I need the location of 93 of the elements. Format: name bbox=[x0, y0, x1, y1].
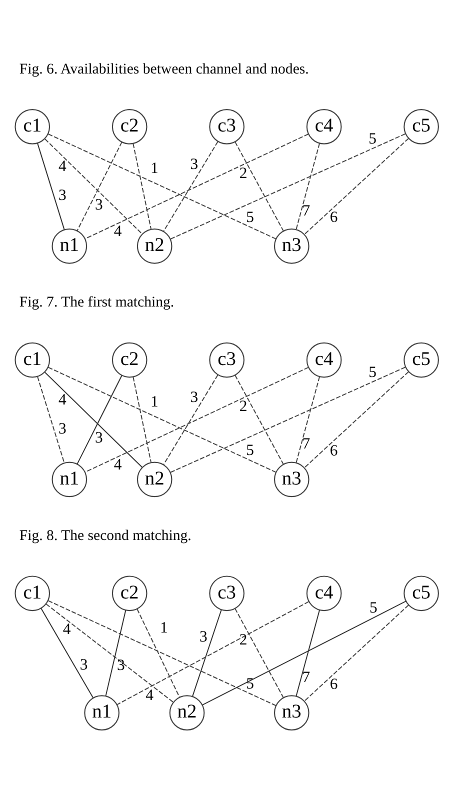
connector bbox=[76, 142, 122, 232]
edge-label: 3 bbox=[80, 656, 88, 674]
connector bbox=[304, 371, 409, 468]
edge-label: 6 bbox=[330, 442, 338, 460]
edge-label: 7 bbox=[302, 202, 310, 220]
connector bbox=[234, 608, 284, 698]
edge-label: 2 bbox=[239, 398, 248, 416]
edge-label: 3 bbox=[58, 420, 66, 438]
connector bbox=[192, 610, 222, 696]
edge-label: 4 bbox=[58, 392, 66, 409]
node-circle: c4 bbox=[306, 342, 342, 378]
connector bbox=[234, 142, 284, 231]
connector bbox=[116, 601, 310, 706]
node-circle: c5 bbox=[404, 342, 439, 378]
connector bbox=[44, 138, 143, 234]
edge-label: 3 bbox=[190, 156, 198, 173]
connector bbox=[296, 610, 320, 696]
connector bbox=[296, 143, 320, 230]
edge-label: 7 bbox=[302, 668, 310, 686]
node-circle: c2 bbox=[112, 109, 148, 144]
edge-label: 1 bbox=[150, 393, 158, 410]
node-circle: n2 bbox=[136, 228, 172, 264]
edge-label: 2 bbox=[239, 164, 248, 182]
node-circle: c2 bbox=[112, 576, 148, 612]
edge-label: 5 bbox=[246, 442, 254, 460]
edge-label: 4 bbox=[146, 687, 154, 704]
connector bbox=[105, 610, 126, 696]
node-circle: c1 bbox=[14, 109, 50, 144]
connector bbox=[76, 375, 122, 464]
connector bbox=[170, 366, 406, 473]
connector bbox=[37, 376, 65, 464]
connector bbox=[84, 366, 309, 473]
edge-label: 4 bbox=[58, 158, 66, 176]
connector bbox=[84, 134, 309, 240]
connector bbox=[163, 141, 218, 232]
connector bbox=[170, 133, 406, 240]
edge-label: 1 bbox=[160, 620, 168, 637]
edge-label: 3 bbox=[58, 187, 66, 204]
edge-label: 5 bbox=[369, 600, 378, 617]
edge-label: 6 bbox=[330, 209, 338, 226]
connector bbox=[44, 372, 143, 468]
edge-label: 2 bbox=[239, 632, 248, 649]
node-circle: c2 bbox=[112, 342, 148, 378]
connector bbox=[48, 366, 276, 473]
label: Fig. 7. The first matching. bbox=[19, 294, 174, 311]
connector bbox=[132, 376, 152, 463]
node-circle: c5 bbox=[404, 576, 439, 612]
node-circle: n3 bbox=[274, 695, 310, 731]
connector bbox=[202, 600, 406, 706]
connector bbox=[163, 374, 218, 466]
edge-label: 5 bbox=[246, 208, 254, 226]
edge-label: 5 bbox=[246, 676, 254, 693]
edge-label: 1 bbox=[150, 160, 158, 177]
node-circle: c5 bbox=[404, 109, 439, 144]
node-circle: c1 bbox=[14, 342, 50, 378]
connector bbox=[48, 600, 276, 706]
connector bbox=[48, 134, 276, 240]
node-circle: n2 bbox=[136, 462, 172, 498]
node-circle: c4 bbox=[306, 576, 342, 612]
node-circle: n1 bbox=[84, 695, 120, 731]
node-circle: c4 bbox=[306, 109, 342, 144]
label: Fig. 8. The second matching. bbox=[19, 528, 192, 544]
edge-label: 3 bbox=[190, 389, 198, 406]
label: Fig. 6. Availabilities between channel and nodes. bbox=[19, 61, 309, 78]
edge-label: 3 bbox=[94, 196, 103, 214]
node-circle: n1 bbox=[52, 228, 88, 264]
node-circle: c3 bbox=[209, 576, 245, 612]
edge-label: 5 bbox=[368, 130, 377, 148]
node-circle: n3 bbox=[274, 228, 310, 264]
connector bbox=[37, 143, 65, 230]
connector bbox=[132, 143, 152, 230]
connector bbox=[40, 608, 94, 698]
connector bbox=[304, 138, 409, 235]
node-circle: c3 bbox=[209, 109, 245, 144]
node-circle: n3 bbox=[274, 462, 310, 498]
edge-label: 4 bbox=[114, 456, 122, 474]
edge-label: 6 bbox=[330, 676, 338, 693]
node-circle: n2 bbox=[169, 695, 205, 731]
connector bbox=[304, 604, 409, 702]
edge-label: 4 bbox=[114, 223, 122, 240]
connector bbox=[296, 376, 320, 463]
edge-label: 3 bbox=[94, 430, 103, 447]
edge-label: 4 bbox=[62, 620, 71, 638]
edge-label: 3 bbox=[200, 628, 208, 646]
connector bbox=[234, 374, 284, 464]
node-circle: n1 bbox=[52, 462, 88, 498]
edge-label: 5 bbox=[368, 364, 377, 381]
edge-label: 3 bbox=[116, 657, 125, 674]
connector bbox=[136, 608, 180, 698]
edge-label: 7 bbox=[302, 436, 310, 453]
node-circle: c1 bbox=[14, 576, 50, 612]
connector bbox=[46, 604, 174, 702]
node-circle: c3 bbox=[209, 342, 245, 378]
